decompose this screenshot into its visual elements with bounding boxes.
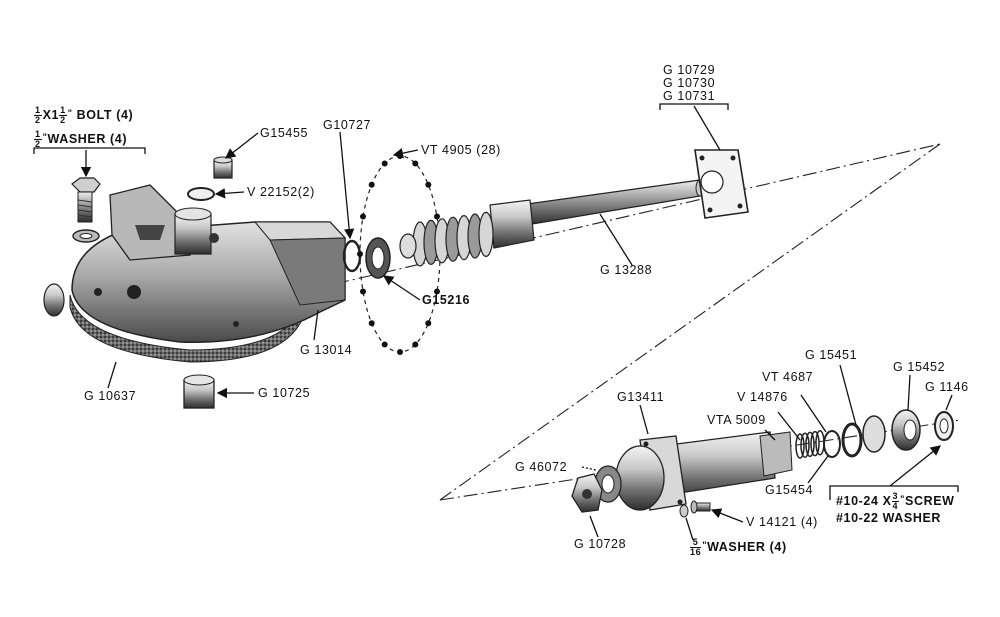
ball-bearing xyxy=(360,288,366,295)
ball-bearing xyxy=(368,181,375,188)
leader-lines xyxy=(33,103,959,541)
spring-coil xyxy=(795,433,805,459)
ball-bearing xyxy=(397,349,403,355)
label-g10729: G 10729 xyxy=(663,63,716,77)
clip-part xyxy=(823,430,841,458)
label-v14876: V 14876 xyxy=(737,390,788,404)
ball-bearing xyxy=(434,288,440,295)
ball-bearing xyxy=(434,213,440,220)
label-g13411: G13411 xyxy=(617,390,665,404)
label-g10637: G 10637 xyxy=(84,389,137,403)
screw-part xyxy=(679,500,711,518)
worm-shaft-part xyxy=(399,179,705,267)
label-g15455: G15455 xyxy=(260,126,309,140)
flange-gasket-part xyxy=(694,149,749,219)
label-g13014: G 13014 xyxy=(300,343,353,357)
label-g10731: G 10731 xyxy=(663,89,716,103)
worm-thread xyxy=(478,211,494,257)
label-g10730: G 10730 xyxy=(663,76,716,90)
bushing-part xyxy=(183,374,215,409)
label-g15454: G15454 xyxy=(765,483,814,497)
bolt-part xyxy=(71,177,101,223)
label-g10727: G10727 xyxy=(323,118,372,132)
ball-bearing xyxy=(425,181,432,188)
ball-bearing xyxy=(357,251,363,257)
label-g46072: G 46072 xyxy=(515,460,568,474)
spring-coil xyxy=(800,432,810,458)
ring-part xyxy=(841,422,863,458)
spring-coil xyxy=(805,431,815,458)
ball-bearing xyxy=(381,341,388,348)
label-g15451: G 15451 xyxy=(805,348,858,362)
ball-bearing xyxy=(412,341,419,348)
ball-bearing xyxy=(360,213,366,220)
label-vt4687: VT 4687 xyxy=(762,370,814,384)
spring-coil xyxy=(815,430,825,456)
ball-bearing xyxy=(381,160,388,167)
bearing-cup-part xyxy=(862,415,886,453)
ball-bearing xyxy=(368,320,375,327)
spring-coil xyxy=(810,430,820,457)
plug-part xyxy=(213,156,233,179)
lower-housing-part xyxy=(615,431,793,511)
label-vta5009: VTA 5009 xyxy=(707,413,766,427)
snap-ring-part xyxy=(342,239,362,273)
label-g10725: G 10725 xyxy=(258,386,311,400)
ball-bearing xyxy=(412,160,419,167)
label-g13288: G 13288 xyxy=(600,263,653,277)
v22152-washer-part xyxy=(187,187,215,201)
label-v22152: V 22152(2) xyxy=(247,185,315,199)
label-g1146: G 1146 xyxy=(925,380,969,394)
label-g15216: G15216 xyxy=(422,293,471,307)
side-cap-part xyxy=(43,283,65,317)
label-v14121: V 14121 (4) xyxy=(746,515,818,529)
label-vt4905: VT 4905 (28) xyxy=(421,143,501,157)
nut-part xyxy=(571,473,603,513)
diagonal-line xyxy=(439,143,941,501)
housing-part xyxy=(71,184,347,343)
washer10-spec-label: #10-22 WASHER xyxy=(836,511,942,525)
label-g10728: G 10728 xyxy=(574,537,627,551)
ball-bearing xyxy=(425,320,432,327)
label-g15452: G 15452 xyxy=(893,360,946,374)
